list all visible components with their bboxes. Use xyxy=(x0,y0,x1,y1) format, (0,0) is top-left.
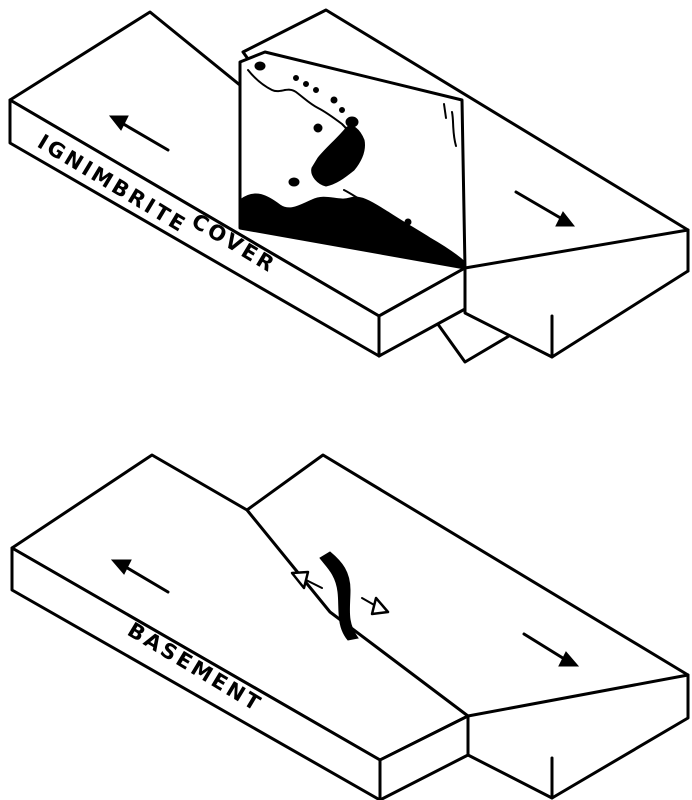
dark-zone xyxy=(239,193,466,269)
left-motion-arrow-top xyxy=(108,115,170,152)
fault-plane xyxy=(238,50,467,270)
dark-patch xyxy=(311,125,365,187)
extension-arrow-right xyxy=(361,596,390,616)
right-motion-arrow-top xyxy=(514,190,576,227)
right-motion-arrow-bottom xyxy=(522,632,580,667)
left-motion-arrow-bottom xyxy=(110,559,170,594)
left-slab-bottom xyxy=(10,453,470,800)
basement-fault-trace xyxy=(319,551,359,641)
basement-block: BASEMENT xyxy=(10,453,690,800)
ignimbrite-cover-block: IGNIMBRITE COVER xyxy=(8,8,690,364)
extension-arrow-left xyxy=(290,570,323,590)
